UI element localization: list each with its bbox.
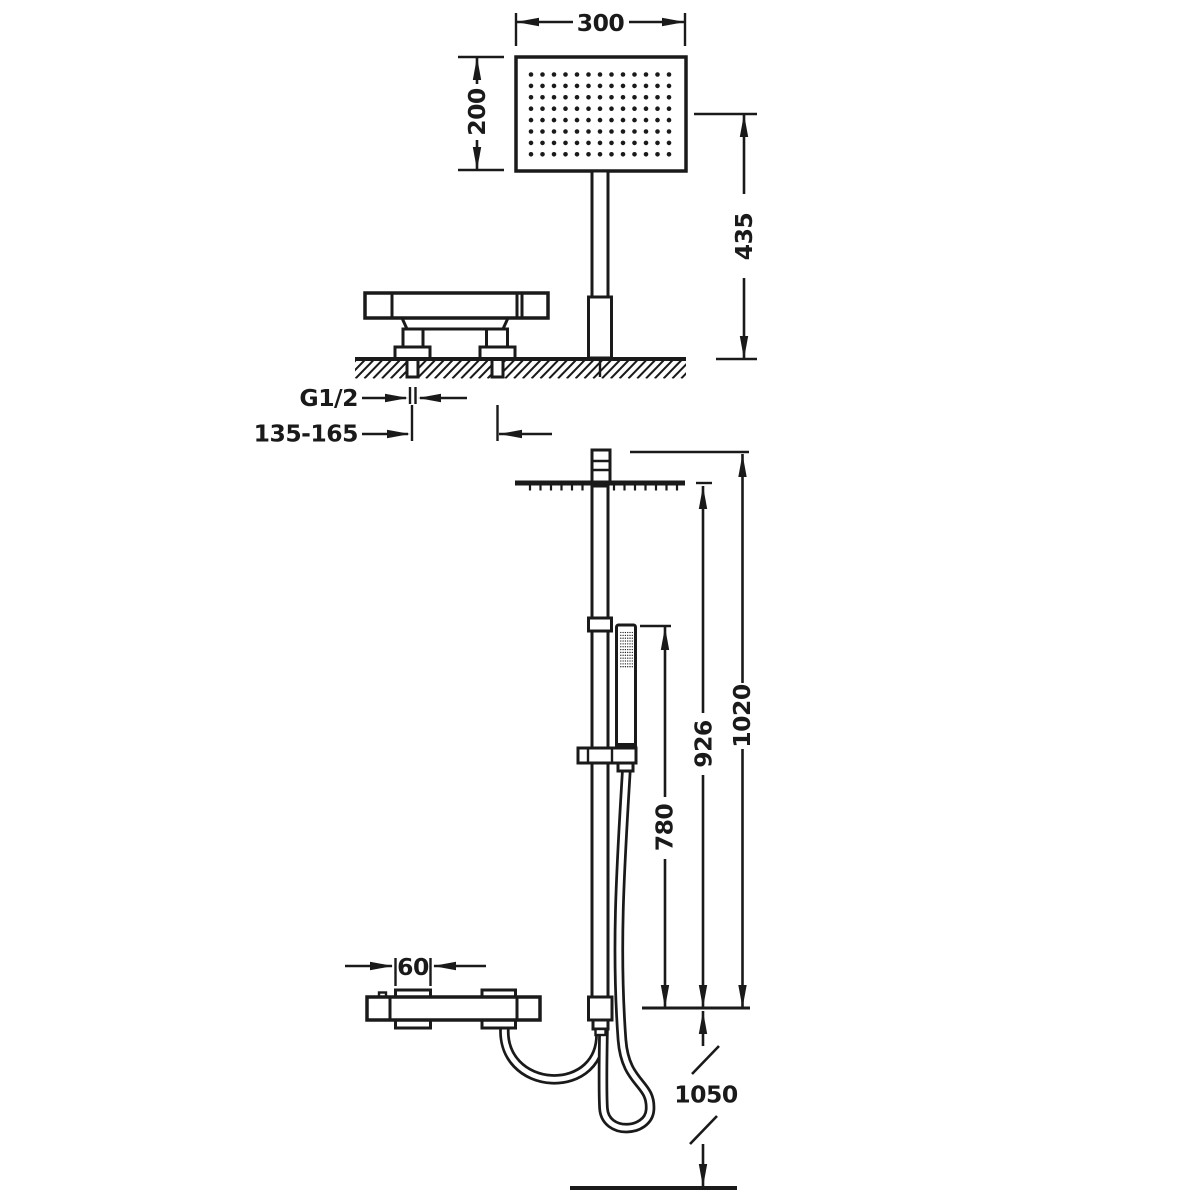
hand-shower-base: [616, 743, 636, 748]
dim-label-column-height: 1020: [728, 684, 756, 748]
dim-label-inlet-spacing: 135-165: [254, 420, 358, 448]
mixer-valve-side-view: [363, 291, 550, 361]
dim-thread: G1/2: [299, 384, 467, 412]
dim-handshower-height: 780: [640, 624, 679, 1008]
hand-shower-hose-nut: [616, 761, 635, 773]
slider-bracket: [576, 746, 638, 765]
bottom-figure-front-view: 60 780 926 1020: [345, 448, 756, 1190]
hand-shower-nozzle-dots: [620, 631, 633, 668]
dim-label-bracket-width: 60: [397, 953, 429, 981]
dim-label-head-to-wall: 435: [730, 213, 758, 261]
shower-head-edge: [515, 480, 685, 491]
dim-label-head-width: 300: [577, 9, 625, 37]
shower-head-nozzle-dots: [528, 72, 672, 157]
dim-label-valve-to-floor: 1050: [674, 1081, 738, 1109]
wall-hatching: [355, 360, 686, 379]
valve-inlet-left: [405, 357, 420, 379]
overhead-shower-head: [514, 55, 688, 173]
dim-valve-to-floor: 1050: [674, 1011, 738, 1187]
dim-head-edge-height: 926: [690, 481, 718, 1008]
dim-head-height: 200: [458, 55, 504, 172]
dim-head-to-wall: 435: [694, 112, 758, 361]
mixer-valve-front-view: [365, 988, 542, 1030]
dim-label-thread: G1/2: [299, 384, 358, 412]
hand-shower: [615, 623, 637, 773]
dim-label-handshower-height: 780: [651, 804, 679, 852]
wall-section: [355, 357, 686, 379]
dim-column-height: 1020: [630, 450, 756, 1008]
column-bottom-connector: [587, 995, 614, 1037]
shower-hoses: [499, 767, 656, 1134]
dim-bracket-width: 60: [345, 953, 486, 986]
hand-shower-hose: [597, 767, 656, 1134]
dim-label-head-edge-height: 926: [690, 720, 718, 768]
dim-label-head-height: 200: [463, 88, 491, 136]
shower-head-nozzle-ticks: [528, 484, 679, 491]
shower-column: [587, 484, 613, 999]
valve-inlet-right: [490, 357, 505, 379]
column-top-connector: [590, 448, 612, 484]
dim-head-width: 300: [514, 9, 687, 46]
dim-inlet-spacing: 135-165: [254, 405, 552, 448]
column-mid-joint: [587, 616, 613, 633]
shower-arm: [587, 169, 613, 360]
top-figure-side-view: 300 200: [254, 9, 758, 448]
